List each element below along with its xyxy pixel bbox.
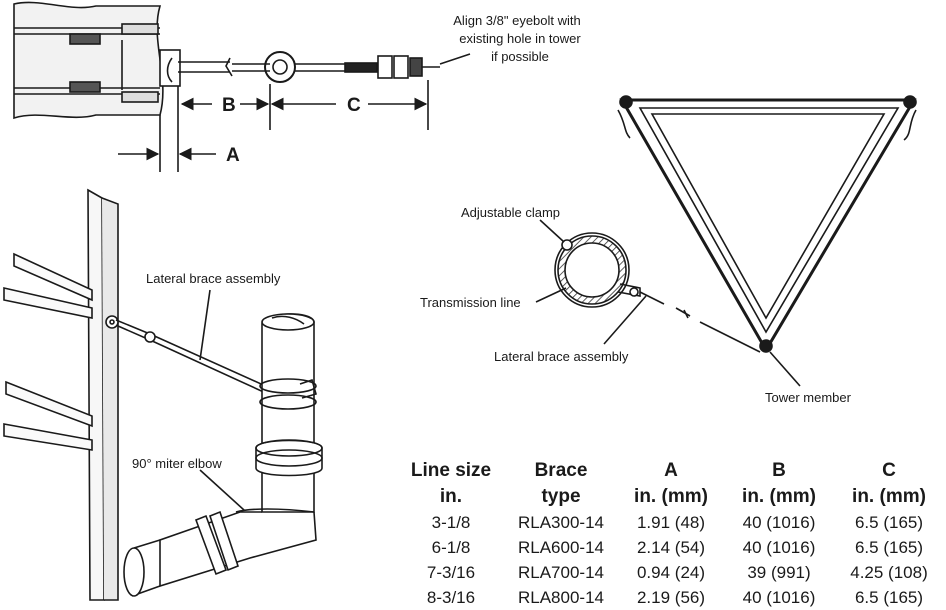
cell-b: 39 (991)	[747, 563, 811, 582]
lateral-brace-main-label: Lateral brace assembly	[146, 271, 281, 286]
tower-member-label: Tower member	[765, 390, 852, 405]
cell-a: 2.14 (54)	[636, 538, 706, 557]
cell-c: 6.5 (165)	[854, 513, 924, 532]
eyebolt-note-line2: existing hole in tower	[459, 31, 581, 46]
cell-brace-type: RLA300-14	[517, 513, 604, 532]
cell-b: 40 (1016)	[742, 513, 816, 532]
cell-line-size: 7-3/16	[426, 563, 476, 582]
cell-c: 6.5 (165)	[854, 588, 924, 607]
dimension-b-label: B	[222, 95, 236, 116]
cell-brace-type: RLA600-14	[517, 538, 604, 557]
table-row: 8-3/16 RLA800-14 2.19 (56) 40 (1016) 6.5…	[398, 585, 944, 610]
cell-line-size: 6-1/8	[431, 538, 471, 557]
eyebolt-note-line3: if possible	[491, 49, 549, 64]
adjustable-clamp-label: Adjustable clamp	[461, 205, 560, 220]
dimension-a-label: A	[226, 145, 240, 166]
miter-elbow-label: 90° miter elbow	[132, 456, 222, 471]
cell-line-size: 3-1/8	[431, 513, 471, 532]
table-row: 7-3/16 RLA700-14 0.94 (24) 39 (991) 4.25…	[398, 560, 944, 585]
eyebolt-dimension-detail	[13, 1, 471, 172]
cell-brace-type: RLA800-14	[517, 588, 604, 607]
dimension-c-label: C	[347, 95, 361, 116]
cell-line-size: 8-3/16	[426, 588, 476, 607]
transmission-line-label: Transmission line	[420, 295, 521, 310]
clamp-cross-section	[535, 219, 801, 387]
table-row: 3-1/8 RLA300-14 1.91 (48) 40 (1016) 6.5 …	[398, 510, 944, 535]
table-row: 6-1/8 RLA600-14 2.14 (54) 40 (1016) 6.5 …	[398, 535, 944, 560]
cell-a: 1.91 (48)	[636, 513, 706, 532]
cell-c: 4.25 (108)	[850, 563, 928, 582]
cell-a: 0.94 (24)	[636, 563, 706, 582]
cell-b: 40 (1016)	[742, 538, 816, 557]
eyebolt-note-line1: Align 3/8" eyebolt with	[453, 13, 580, 28]
cell-a: 2.19 (56)	[636, 588, 706, 607]
cell-c: 6.5 (165)	[854, 538, 924, 557]
cell-b: 40 (1016)	[742, 588, 816, 607]
cell-brace-type: RLA700-14	[517, 563, 604, 582]
brace-installation-illustration	[3, 188, 323, 601]
lateral-brace-detail-label: Lateral brace assembly	[494, 349, 629, 364]
tower-triangle-section	[617, 95, 917, 353]
